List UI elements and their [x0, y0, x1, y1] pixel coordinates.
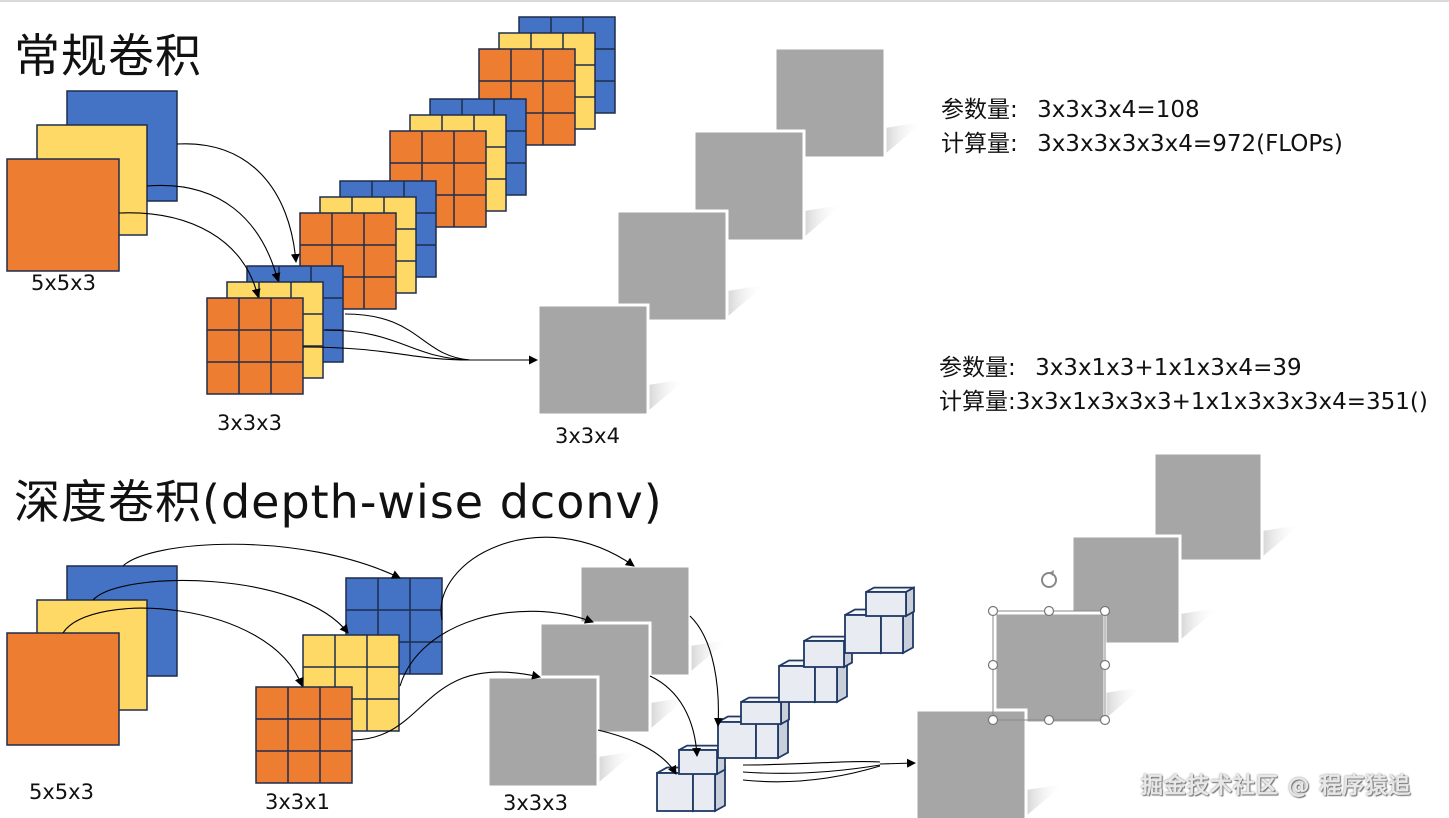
depthwise-compute-value: 3x3x1x3x3x3+1x1x3x3x3x4=351()	[1015, 389, 1428, 415]
input-channel-orange-top	[6, 158, 120, 272]
arrow-map-blue-to-cube	[689, 615, 723, 727]
regular-conv-title: 常规卷积	[14, 29, 202, 83]
input-size-label-top: 5x5x3	[31, 271, 96, 295]
depthwise-compute-key: 计算量:	[939, 389, 1016, 415]
regular-compute-value: 3x3x3x3x3x4=972(FLOPs)	[1037, 131, 1343, 157]
regular-compute-key: 计算量:	[941, 131, 1018, 157]
arrow-map-yellow-to-cube	[649, 675, 702, 757]
selection-handle-4	[987, 659, 999, 671]
arrow-yellow-to-kernel-bottom	[92, 580, 349, 634]
line-cube-to-out-3	[742, 765, 881, 783]
depthwise-params-value: 3x3x1x3+1x1x3x4=39	[1035, 355, 1302, 381]
output-map-1-top	[536, 303, 650, 417]
kernel-size-label-bottom: 3x3x1	[265, 790, 330, 814]
output-map-2-top	[615, 209, 729, 323]
output-size-label-bottom: 3x3x3	[503, 791, 568, 815]
regular-params-key: 参数量:	[941, 97, 1018, 123]
pw-cube-1b	[692, 765, 726, 813]
output-map-4-top	[773, 46, 887, 160]
selection-handle-2	[1043, 605, 1055, 617]
kernel-orange-bottom	[255, 686, 353, 784]
output-map-1-bottom	[914, 708, 1028, 818]
kernel-stack-1-orange	[206, 297, 304, 395]
selection-handle-3	[1099, 605, 1111, 617]
selection-handle-5	[1099, 659, 1111, 671]
depthwise-params-line: 参数量: 3x3x1x3+1x1x3x4=39	[939, 351, 1428, 385]
arrow-orange-to-kernel-top	[118, 212, 261, 298]
input-size-label-bottom: 5x5x3	[29, 780, 94, 804]
pw-cube-4c	[865, 586, 915, 618]
pw-cube-2c	[740, 696, 790, 726]
output-map-2-bottom	[993, 611, 1107, 725]
line-blue-to-output-top	[344, 313, 471, 361]
line-orange-to-output-top	[302, 346, 471, 361]
kernel-stack-3-orange	[389, 130, 487, 228]
rotate-handle-icon	[1041, 572, 1057, 588]
input-channel-orange-bottom	[6, 632, 120, 746]
rotate-handle-arrow	[1049, 570, 1054, 576]
depthwise-formulas: 参数量: 3x3x1x3+1x1x3x4=39 计算量:3x3x1x3x3x3+…	[939, 351, 1428, 419]
depthwise-map-orange	[486, 675, 600, 789]
depthwise-compute-line: 计算量:3x3x1x3x3x3+1x1x3x3x3x4=351()	[939, 385, 1428, 419]
depthwise-params-key: 参数量:	[939, 355, 1016, 381]
arrow-blue-kernel-to-map	[440, 536, 635, 621]
regular-params-line: 参数量: 3x3x3x4=108	[941, 93, 1343, 127]
line-cube-to-out-2	[742, 764, 881, 774]
arrow-cube-to-output-bottom	[879, 758, 916, 768]
arrow-blue-to-kernel-top	[176, 143, 300, 263]
arrow-yellow-kernel-to-map	[399, 610, 594, 687]
depthwise-conv-title: 深度卷积(depth-wise dconv)	[14, 475, 663, 529]
watermark: 掘金技术社区 @ 程序猿追	[1141, 774, 1412, 799]
output-size-label-top: 3x3x4	[555, 424, 620, 448]
regular-compute-line: 计算量: 3x3x3x3x3x4=972(FLOPs)	[941, 127, 1343, 161]
arrow-blue-to-kernel-bottom	[122, 543, 401, 579]
regular-formulas: 参数量: 3x3x3x4=108 计算量: 3x3x3x3x3x4=972(FL…	[941, 93, 1343, 161]
regular-params-value: 3x3x3x4=108	[1037, 97, 1200, 123]
line-yellow-to-output-top	[324, 329, 471, 361]
kernel-size-label-top: 3x3x3	[217, 411, 282, 435]
arrow-orange-kernel-to-map	[351, 670, 541, 741]
selection-handle-1	[987, 605, 999, 617]
arrow-yellow-to-kernel-top	[146, 184, 281, 282]
selection-handle-6	[987, 714, 999, 726]
line-cube-to-out-1	[742, 760, 881, 766]
selection-handle-7	[1043, 714, 1055, 726]
arrow-orange-to-kernel-bottom	[62, 607, 304, 687]
arrow-map-orange-to-cube	[597, 729, 677, 775]
selection-handle-8	[1099, 714, 1111, 726]
top-divider	[0, 0, 1449, 2]
